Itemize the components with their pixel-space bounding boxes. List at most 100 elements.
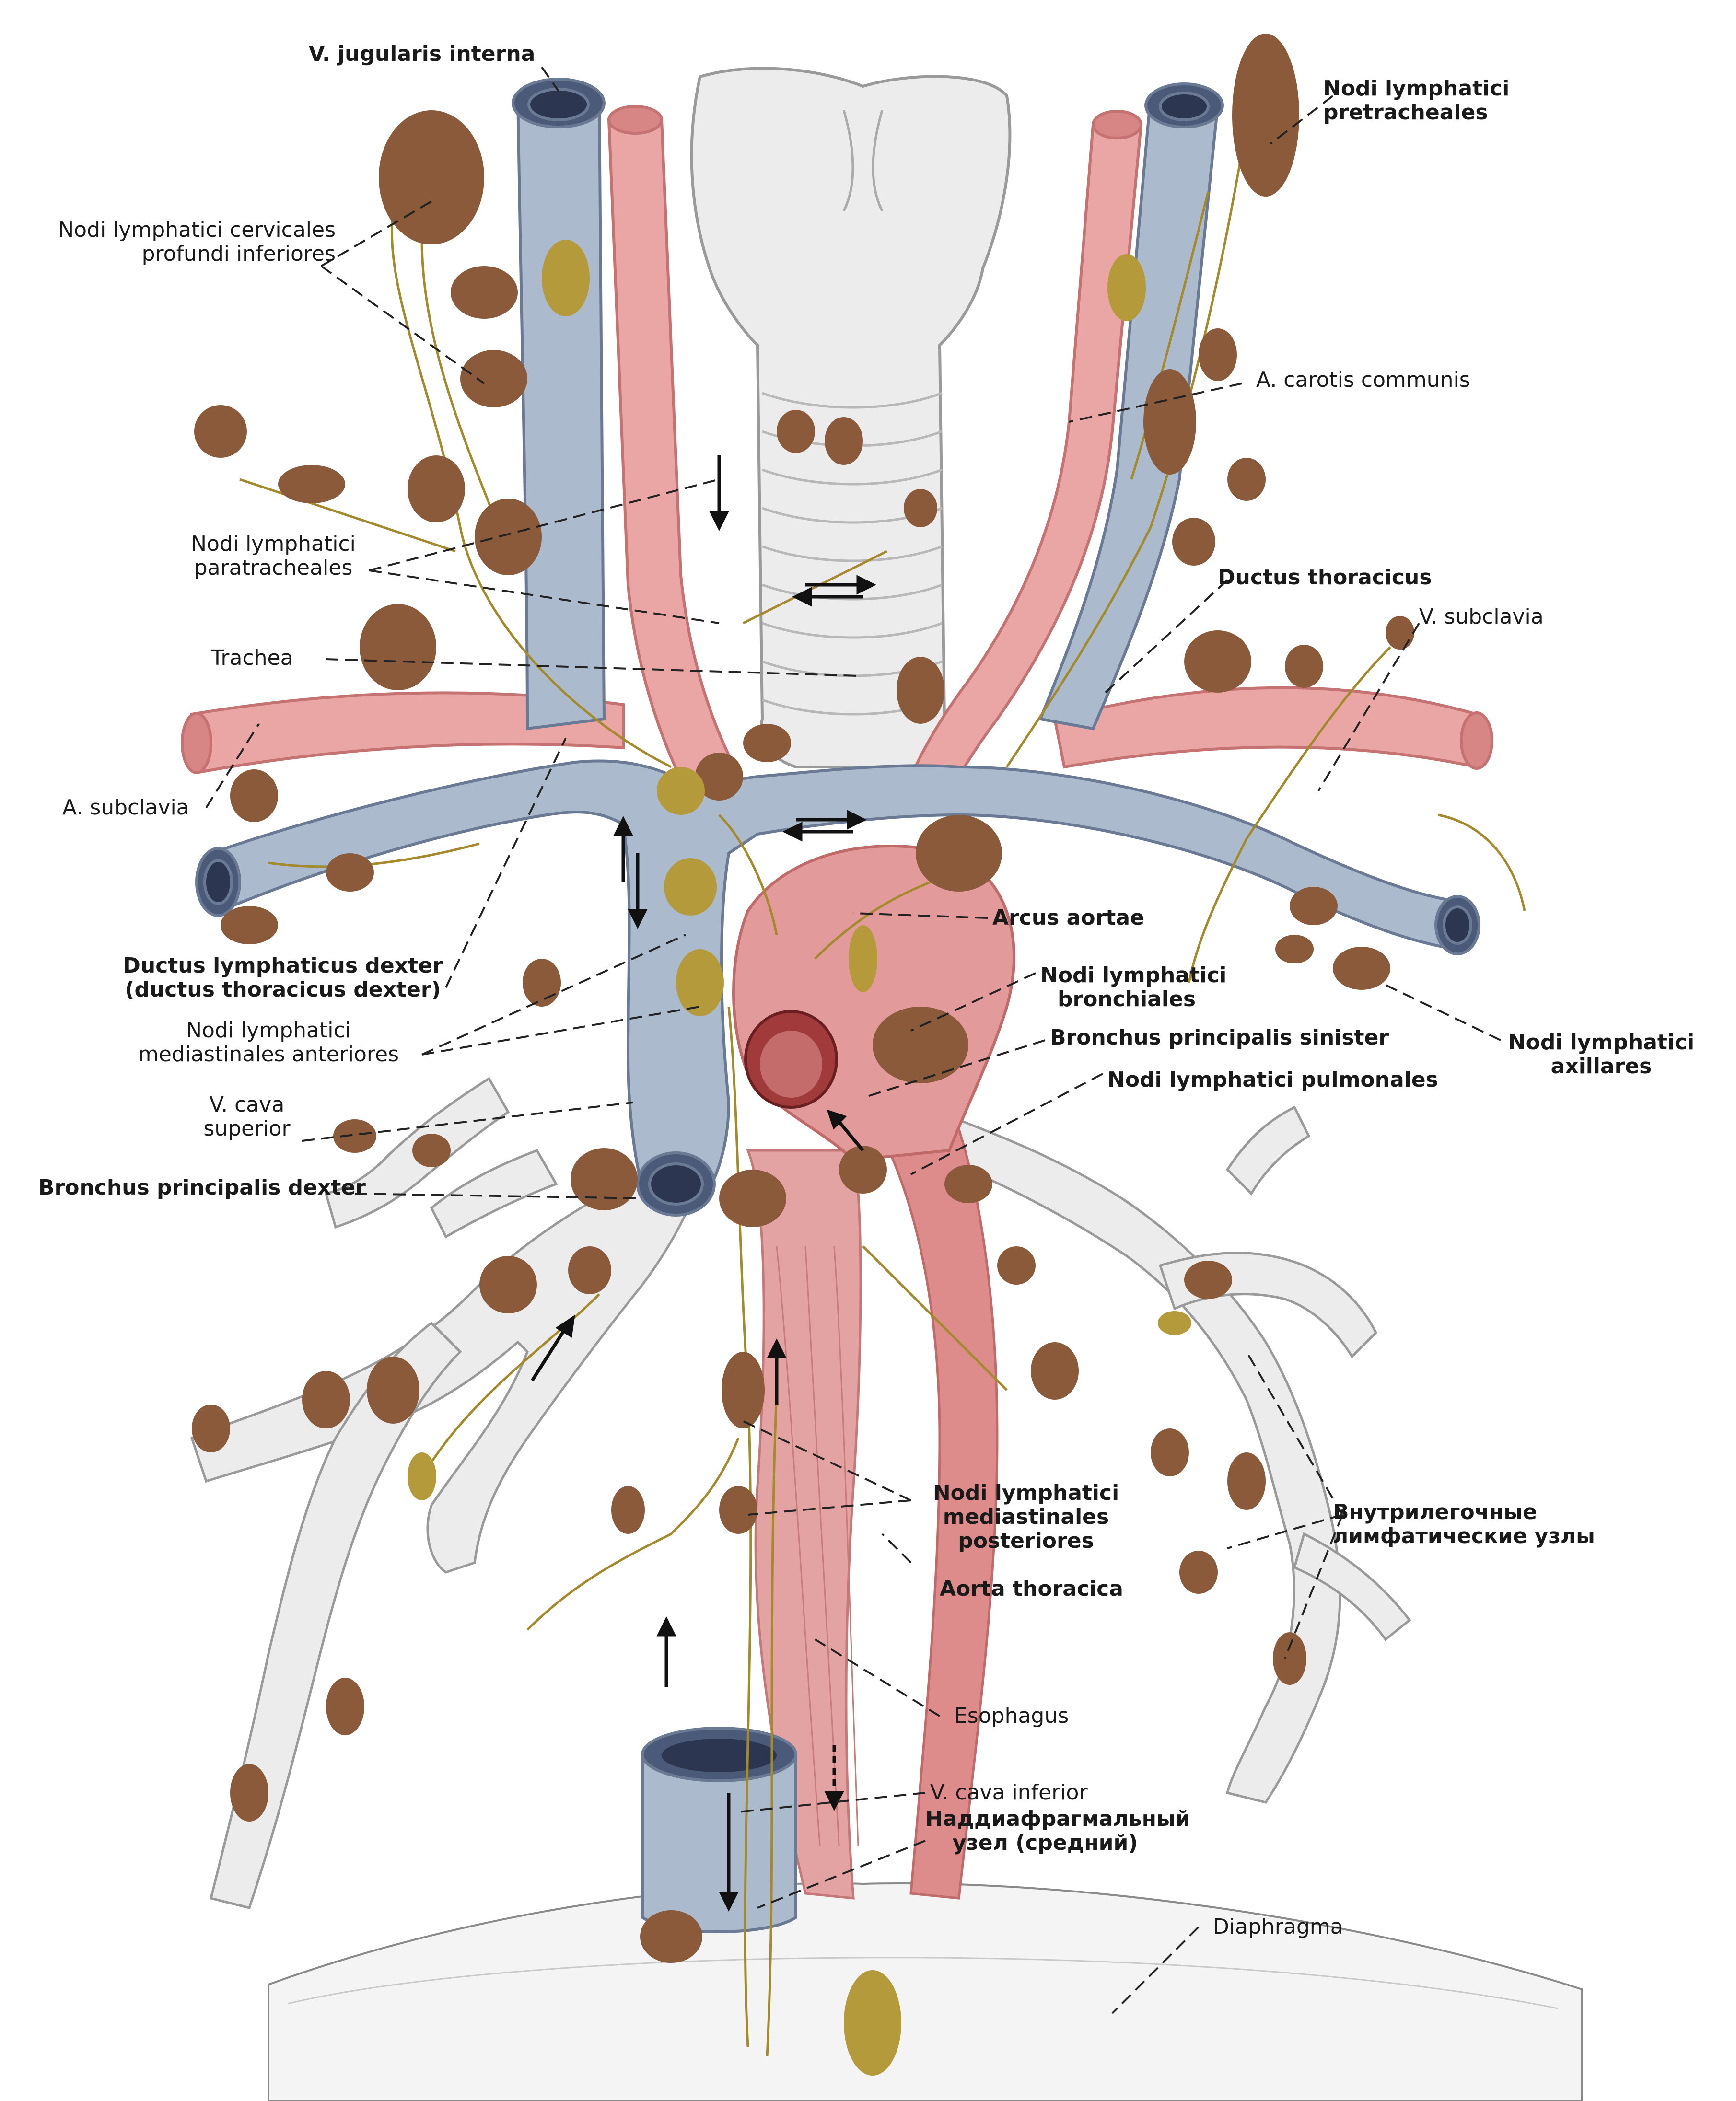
lymphatic-vessels — [239, 124, 1526, 2057]
label-nodi-paratracheales: Nodi lymphatici paratracheales — [191, 532, 356, 580]
lymph-node — [897, 657, 944, 724]
lymph-node — [1333, 947, 1390, 990]
lymph-node — [221, 906, 278, 944]
flow-arrows — [531, 455, 876, 1912]
label-v-subclavia: V. subclavia — [1419, 604, 1544, 629]
lymph-node — [825, 417, 863, 465]
label-aorta-thoracica: Aorta thoracica — [940, 1577, 1123, 1601]
lymph-node — [1179, 1551, 1218, 1594]
lymph-node — [1172, 518, 1215, 566]
lymph-node — [1107, 254, 1146, 321]
label-nodi-pulmonales: Nodi lymphatici pulmonales — [1107, 1068, 1438, 1092]
label-nodi-mediastinales-anteriores: Nodi lymphatici mediastinales anteriores — [138, 1018, 399, 1067]
lymph-node — [278, 465, 345, 503]
lymph-node — [1151, 1428, 1189, 1476]
label-bronchus-dexter: Bronchus principalis dexter — [38, 1175, 366, 1200]
lymph-node — [904, 489, 937, 527]
lymph-node — [326, 853, 374, 892]
label-trachea: Trachea — [211, 646, 293, 670]
lymph-node — [719, 1486, 757, 1534]
lymph-node — [997, 1246, 1036, 1285]
lymph-node — [640, 1910, 702, 1963]
lymph-node — [326, 1678, 364, 1735]
lymph-node — [230, 1764, 268, 1822]
trachea — [690, 67, 1012, 768]
leader-lines — [205, 66, 1501, 2014]
lymph-node — [379, 110, 484, 244]
label-nodi-pretracheales: Nodi lymphatici pretracheales — [1323, 76, 1510, 125]
aorta-thoracica — [746, 1101, 999, 1900]
lymph-node — [743, 724, 791, 762]
arcus-aortae — [732, 845, 1015, 1162]
lymph-node — [542, 240, 590, 316]
lymph-node — [408, 455, 465, 522]
lymph-node — [460, 350, 527, 407]
lymph-node — [1386, 616, 1414, 650]
lymph-node — [412, 1134, 451, 1167]
label-vnutrilegochnye: Внутрилегочные лимфатические узлы — [1333, 1500, 1595, 1548]
lymph-node — [1143, 369, 1196, 475]
lymph-node — [367, 1357, 419, 1424]
lymph-node — [844, 1970, 901, 2076]
lymph-node — [777, 410, 815, 453]
lymph-node — [1158, 1311, 1191, 1335]
lymph-node — [451, 266, 518, 319]
lymph-node — [192, 1405, 230, 1452]
lymph-node — [719, 1170, 786, 1227]
lymph-node — [1227, 458, 1266, 501]
label-nodi-bronchiales: Nodi lymphatici bronchiales — [1040, 963, 1227, 1011]
lymph-node — [571, 1148, 638, 1210]
diaphragm — [268, 1882, 1583, 2101]
lymph-nodes — [192, 34, 1414, 2076]
v-subclavia-and-cava — [195, 759, 1480, 1217]
lymph-node — [944, 1165, 992, 1203]
lymph-node — [1273, 1632, 1306, 1685]
lymph-node — [1285, 645, 1323, 688]
lymph-node — [230, 769, 278, 822]
lymph-node — [695, 753, 743, 801]
lymph-node — [722, 1352, 765, 1428]
lymph-node — [479, 1256, 537, 1313]
label-v-jugularis-interna: V. jugularis interna — [308, 42, 536, 66]
lymph-node — [1232, 34, 1299, 197]
label-nodi-axillares: Nodi lymphatici axillares — [1508, 1030, 1695, 1079]
lymph-node — [523, 959, 561, 1007]
a-subclavia — [181, 686, 1493, 774]
label-ductus-thoracicus: Ductus thoracicus — [1218, 565, 1432, 590]
lymph-node — [664, 858, 717, 916]
label-a-carotis-communis: A. carotis communis — [1256, 368, 1470, 392]
lymph-node — [360, 604, 436, 690]
label-arcus-aortae: Arcus aortae — [992, 905, 1144, 930]
label-v-cava-inferior: V. cava inferior — [930, 1780, 1088, 1805]
lymph-node — [1031, 1342, 1079, 1400]
lymph-node — [657, 767, 705, 815]
lymph-node — [873, 1007, 968, 1083]
lymph-node — [916, 815, 1002, 892]
lymph-node — [849, 925, 877, 992]
label-diaphragma: Diaphragma — [1213, 1915, 1343, 1939]
lymph-node — [333, 1119, 376, 1153]
label-esophagus: Esophagus — [954, 1704, 1069, 1728]
lymph-node — [302, 1371, 350, 1428]
lymph-node — [1184, 1261, 1232, 1299]
label-v-cava-superior: V. cava superior — [203, 1092, 291, 1141]
lymph-node — [408, 1452, 436, 1500]
label-a-subclavia: A. subclavia — [62, 795, 189, 820]
lymph-node — [839, 1146, 887, 1194]
lymph-node — [1184, 630, 1251, 693]
lymph-node — [475, 499, 542, 575]
lymph-node — [1227, 1452, 1266, 1510]
lymph-node — [1199, 328, 1237, 381]
label-bronchus-sinister: Bronchus principalis sinister — [1050, 1025, 1389, 1050]
lymph-node — [676, 949, 724, 1016]
label-ductus-lymphaticus-dexter: Ductus lymphaticus dexter (ductus thorac… — [123, 953, 443, 1002]
lymph-node — [194, 405, 247, 458]
lymph-node — [1290, 887, 1338, 925]
lymph-node — [611, 1486, 645, 1534]
label-nodi-mediastinales-posteriores: Nodi lymphatici mediastinales posteriore… — [932, 1481, 1119, 1553]
lymph-node — [1275, 935, 1314, 963]
lymph-node — [568, 1246, 611, 1294]
label-nodi-cervicales: Nodi lymphatici cervicales profundi infe… — [58, 218, 336, 266]
label-naddiafragmalny: Наддиафрагмальный узел (средний) — [925, 1807, 1190, 1855]
